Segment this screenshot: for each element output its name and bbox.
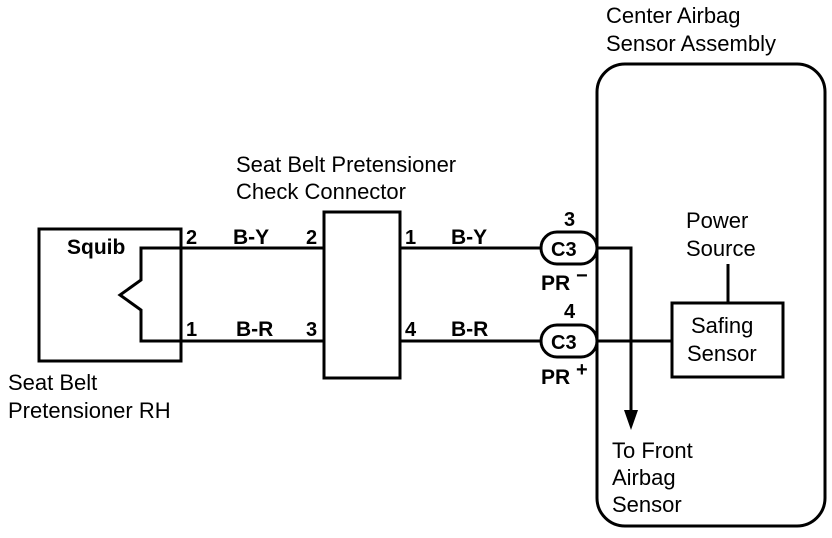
check-connector-label-line2: Check Connector: [236, 179, 406, 204]
front-sensor-label-line2: Airbag: [612, 465, 676, 490]
center-airbag-assembly-box: [595, 62, 827, 528]
upper-wire-color-left: B-Y: [233, 226, 269, 249]
pr-minus-label: PR: [541, 272, 570, 295]
front-sensor-label-line1: To Front: [612, 438, 693, 463]
lower-squib-pin: 1: [186, 319, 197, 341]
power-source-label-line1: Power: [686, 208, 748, 233]
front-sensor-arrowhead: [624, 410, 638, 430]
pr-minus-sign: −: [576, 265, 588, 287]
pretensioner-label-line1: Seat Belt: [8, 370, 97, 395]
pretensioner-box: [37, 227, 183, 363]
safing-sensor-label-line1: Safing: [691, 313, 753, 338]
squib-element: [117, 246, 181, 343]
c3-terminal-upper-label: C3: [551, 239, 577, 261]
upper-squib-pin: 2: [186, 227, 197, 249]
pr-plus-label: PR: [541, 366, 570, 389]
check-connector-box: [322, 210, 402, 380]
lower-check-pin-right: 4: [405, 319, 417, 341]
lower-wire-color-left: B-R: [236, 318, 273, 341]
check-connector-label-line1: Seat Belt Pretensioner: [236, 152, 456, 177]
c3-terminal-upper-pin: 3: [564, 209, 575, 231]
pretensioner-label-line2: Pretensioner RH: [8, 398, 171, 423]
front-sensor-label-line3: Sensor: [612, 492, 682, 517]
upper-check-pin-left: 2: [306, 227, 317, 249]
lower-wire-color-right: B-R: [451, 318, 488, 341]
upper-check-pin-right: 1: [405, 227, 416, 249]
pr-plus-sign: +: [576, 359, 588, 381]
center-assembly-title-line1: Center Airbag: [606, 3, 741, 28]
squib-label: Squib: [67, 236, 125, 259]
center-assembly-title-line2: Sensor Assembly: [606, 31, 776, 56]
safing-sensor-label-line2: Sensor: [687, 341, 757, 366]
power-source-label-line2: Source: [686, 236, 756, 261]
c3-terminal-lower-label: C3: [551, 332, 577, 354]
upper-wire-color-right: B-Y: [451, 226, 487, 249]
lower-check-pin-left: 3: [306, 319, 317, 341]
c3-terminal-lower-pin: 4: [564, 301, 576, 323]
upper-internal-wire: [597, 246, 633, 410]
